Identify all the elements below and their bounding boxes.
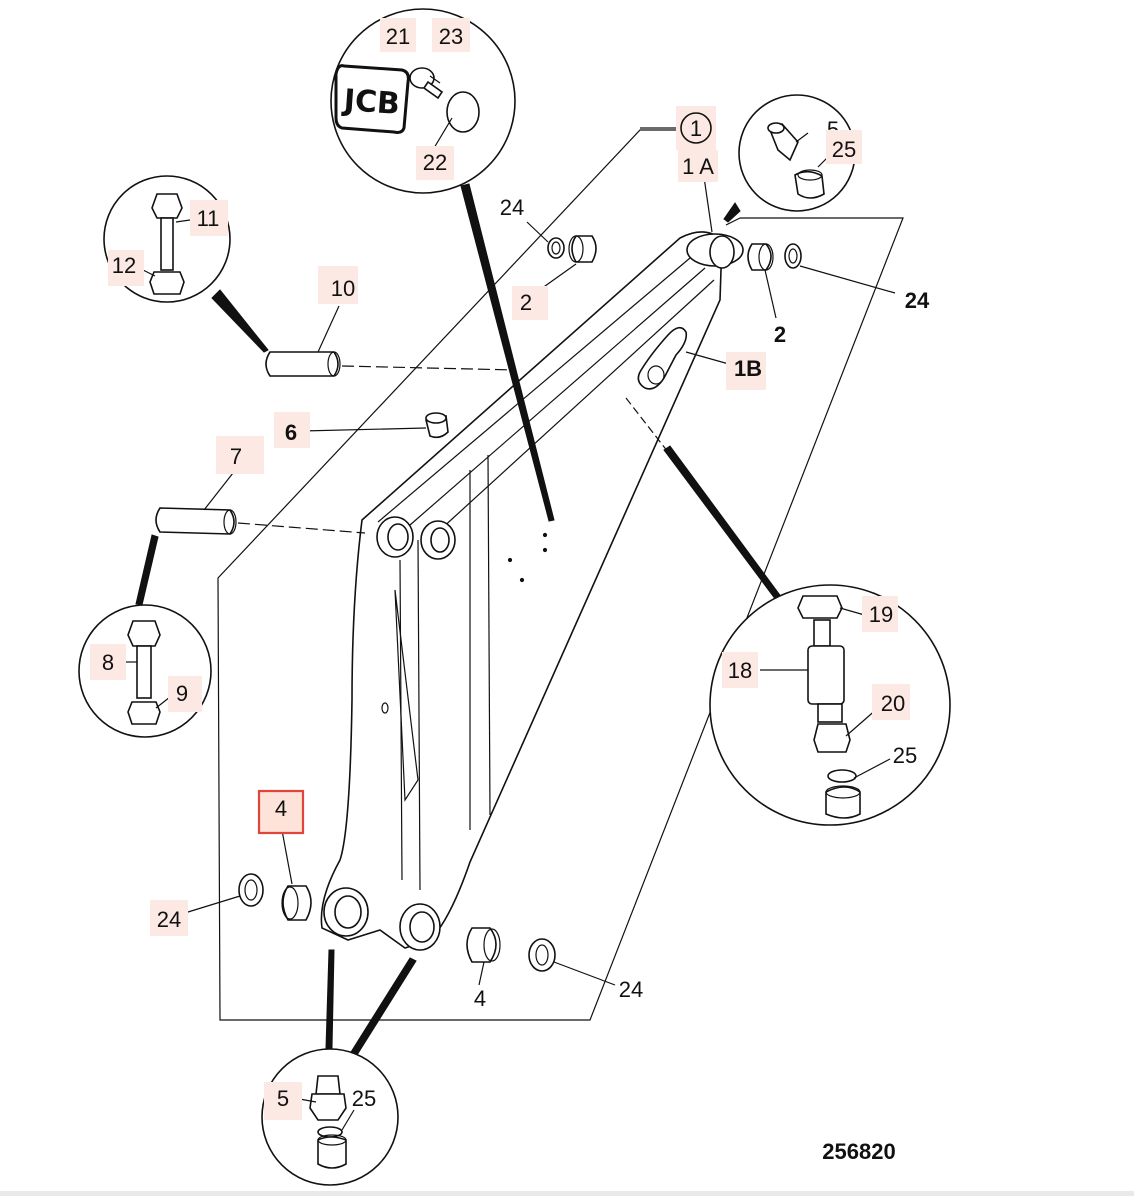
callout-20[interactable]: 20: [881, 691, 905, 716]
callout-24-a[interactable]: 24: [500, 195, 524, 220]
callout-4-selected-box: [257, 789, 305, 835]
callout-5-bottom[interactable]: 5: [277, 1086, 289, 1111]
lever-1B: [637, 326, 688, 390]
detail-circle-badge: JCB: [330, 8, 516, 194]
boom-arm: [320, 231, 744, 951]
detail-circle-adapter: [709, 584, 951, 826]
washer-24-left: [238, 873, 264, 907]
page-bottom-edge: [0, 1191, 1134, 1196]
bush-top-left: [547, 235, 597, 263]
jcb-logo: JCB: [334, 64, 410, 134]
bush-4-left: [281, 885, 312, 921]
detail-circle-grease-top: [738, 94, 856, 212]
callout-25-top[interactable]: 25: [832, 137, 856, 162]
callout-8[interactable]: 8: [102, 650, 114, 675]
assembly-boundary: [217, 129, 904, 1021]
callout-24-b[interactable]: 24: [905, 288, 930, 313]
svg-text:JCB: JCB: [341, 83, 401, 122]
callout-12[interactable]: 12: [112, 253, 136, 278]
callout-1[interactable]: 1: [690, 116, 702, 141]
callout-25-bottom[interactable]: 25: [352, 1086, 376, 1111]
pin-7: [155, 507, 237, 535]
callout-22[interactable]: 22: [423, 150, 447, 175]
callout-labels: 21 23 22 1 1 A 5 25 24 2 11 12 10 24 2: [90, 18, 930, 1120]
callout-18[interactable]: 18: [728, 658, 752, 683]
callout-19[interactable]: 19: [869, 602, 893, 627]
callout-6[interactable]: 6: [285, 420, 297, 445]
callout-25-right[interactable]: 25: [893, 743, 917, 768]
callout-4-b[interactable]: 4: [474, 986, 486, 1011]
callout-1B[interactable]: 1B: [734, 356, 762, 381]
callout-24-c[interactable]: 24: [157, 907, 181, 932]
bush-4-right: [466, 927, 501, 963]
callout-9[interactable]: 9: [176, 681, 188, 706]
callout-21[interactable]: 21: [386, 24, 410, 49]
callout-7[interactable]: 7: [230, 444, 242, 469]
callout-2-b[interactable]: 2: [774, 322, 786, 347]
callout-4-selected[interactable]: 4: [275, 796, 287, 821]
callout-10[interactable]: 10: [331, 276, 355, 301]
callout-11[interactable]: 11: [197, 206, 220, 231]
pin-10: [265, 351, 341, 377]
callout-1A[interactable]: 1 A: [682, 154, 714, 179]
washer-24-right: [528, 938, 556, 972]
callout-24-d[interactable]: 24: [619, 977, 643, 1002]
callout-2-a[interactable]: 2: [520, 290, 532, 315]
callout-23[interactable]: 23: [439, 24, 463, 49]
leader-wedges: [135, 183, 783, 1056]
drawing-number: 256820: [822, 1139, 895, 1164]
grease-fitting-6: [425, 412, 449, 439]
bush-top-right: [747, 243, 802, 271]
